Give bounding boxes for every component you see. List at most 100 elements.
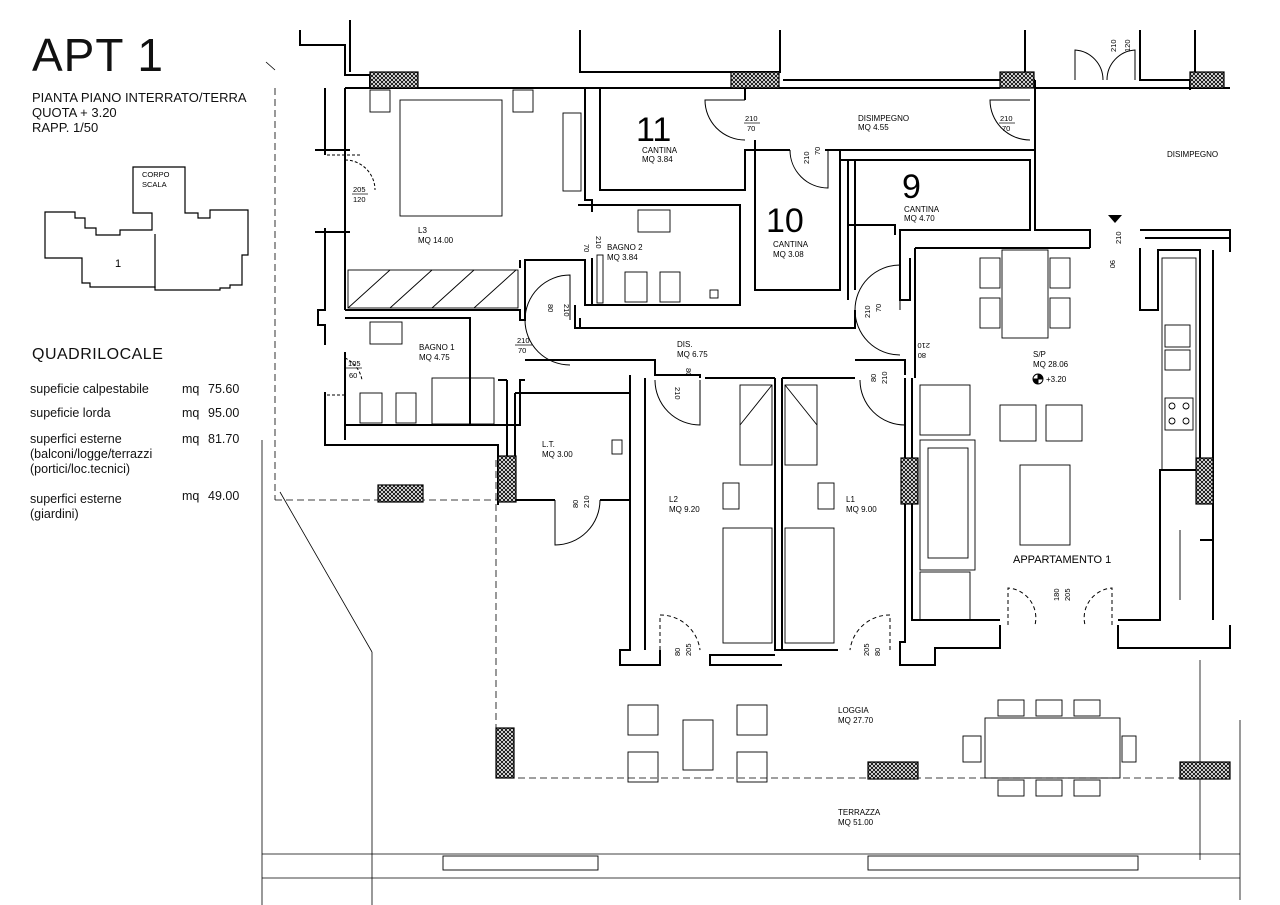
door-dimension: 70 [813, 147, 822, 155]
room-name: CANTINA [904, 205, 940, 214]
summary-row-value: 49.00 [208, 489, 240, 503]
door-swings [325, 49, 1136, 651]
room-area: MQ 3.00 [542, 450, 573, 459]
door-dimension: 210 [802, 151, 811, 164]
structural-columns [369, 71, 1231, 780]
summary-row-value: 81.70 [208, 432, 240, 446]
garden-boundary [274, 88, 1232, 779]
key-plan [44, 166, 249, 291]
window-dimension: 205 [862, 643, 871, 656]
door-dimension: 210 [673, 387, 682, 400]
level-marker-icon [1032, 373, 1044, 385]
room-area: MQ 9.00 [846, 505, 877, 514]
door-dimension: 210 [562, 304, 571, 317]
summary-row-unit: mq [182, 382, 200, 396]
room-name: DISIMPEGNO [858, 114, 909, 123]
room-area: MQ 9.20 [669, 505, 700, 514]
room-name: L3 [418, 226, 427, 235]
room-name: CANTINA [642, 146, 678, 155]
summary-row-label: superfici esterne [30, 492, 122, 506]
key-plan-scala-label: SCALA [142, 180, 167, 189]
window-dimension: 105 [348, 359, 361, 368]
door-dimension: 70 [1002, 124, 1010, 133]
door-dimension: 210 [880, 371, 889, 384]
door-dimension: 210 [1114, 231, 1123, 244]
room-area: MQ 4.55 [858, 123, 889, 132]
room-area: MQ 14.00 [418, 236, 454, 245]
room-name: L.T. [542, 440, 555, 449]
room-name: CANTINA [773, 240, 809, 249]
north-marker-icon [1108, 215, 1122, 223]
room-area: MQ 3.08 [773, 250, 804, 259]
window-dimension: 60 [349, 371, 357, 380]
room-name: S/P [1033, 350, 1046, 359]
room-area: MQ 4.70 [904, 214, 935, 223]
summary-row-label: (giardini) [30, 507, 79, 521]
summary-row-label: (portici/loc.tecnici) [30, 462, 131, 476]
room-level: +3.20 [1046, 375, 1067, 384]
door-dimension: 80 [684, 368, 693, 376]
walls [299, 20, 1231, 666]
summary-row-unit: mq [182, 406, 200, 420]
summary-row-unit: mq [182, 489, 200, 503]
room-number: 10 [766, 202, 804, 240]
door-dimension: 210 [582, 495, 591, 508]
furniture [347, 89, 1197, 871]
summary-row-unit: mq [182, 432, 200, 446]
door-dimension: 90 [1108, 260, 1117, 268]
window-dimension: 80 [673, 648, 682, 656]
plan-elevation-label: QUOTA + 3.20 [32, 105, 117, 120]
door-dimension: 70 [747, 124, 755, 133]
room-name: BAGNO 1 [419, 343, 455, 352]
door-dimension: 80 [869, 374, 878, 382]
door-dimension: 210 [745, 114, 758, 123]
room-area: MQ 51.00 [838, 818, 874, 827]
room-name: L2 [669, 495, 678, 504]
plan-scale-label: RAPP. 1/50 [32, 120, 99, 135]
room-name: LOGGIA [838, 706, 869, 715]
door-dimension: 210 [863, 305, 872, 318]
window-dimension: 205 [353, 185, 366, 194]
room-area: MQ 28.06 [1033, 360, 1069, 369]
window-dimension: 80 [873, 648, 882, 656]
room-area: MQ 6.75 [677, 350, 708, 359]
boundary-lines [261, 61, 1241, 905]
key-plan-unit-number: 1 [115, 258, 121, 270]
door-dimension: 210 [1000, 114, 1013, 123]
room-name: DISIMPEGNO [1167, 150, 1218, 159]
plan-level-label: PIANTA PIANO INTERRATO/TERRA [32, 90, 247, 105]
summary-row-value: 95.00 [208, 406, 240, 420]
window-dimension: 205 [684, 643, 693, 656]
room-area: MQ 3.84 [642, 155, 673, 164]
window-dimension: 120 [353, 195, 366, 204]
window-dimension: 205 [1063, 588, 1072, 601]
door-dimension: 210 [1109, 39, 1118, 52]
room-name: DIS. [677, 340, 693, 349]
door-dimension: 70 [874, 304, 883, 312]
summary-row-label: superfici esterne [30, 432, 122, 446]
door-dimension: 210 [517, 336, 530, 345]
door-dimension: 210 [917, 341, 930, 350]
room-name: BAGNO 2 [607, 243, 643, 252]
room-name: L1 [846, 495, 855, 504]
room-area: MQ 3.84 [607, 253, 638, 262]
window-dimension: 180 [1052, 588, 1061, 601]
room-area: MQ 4.75 [419, 353, 450, 362]
summary-row-label: (balconi/logge/terrazzi [30, 447, 153, 461]
door-dimension: 80 [918, 351, 926, 360]
room-number: 9 [902, 168, 921, 206]
room-number: 11 [636, 111, 671, 149]
door-dimension: 120 [1123, 39, 1132, 52]
summary-row-label: supeficie calpestabile [30, 382, 149, 396]
summary-row-label: supeficie lorda [30, 406, 111, 420]
apartment-title: APT 1 [32, 29, 164, 81]
door-dimension: 80 [546, 304, 555, 312]
key-plan-corpo-label: CORPO [142, 170, 170, 179]
door-dimension: 210 [594, 236, 603, 249]
apartment-type-label: QUADRILOCALE [32, 346, 164, 363]
apartment-label: APPARTAMENTO 1 [1013, 554, 1111, 566]
room-area: MQ 27.70 [838, 716, 874, 725]
room-name: TERRAZZA [838, 808, 881, 817]
